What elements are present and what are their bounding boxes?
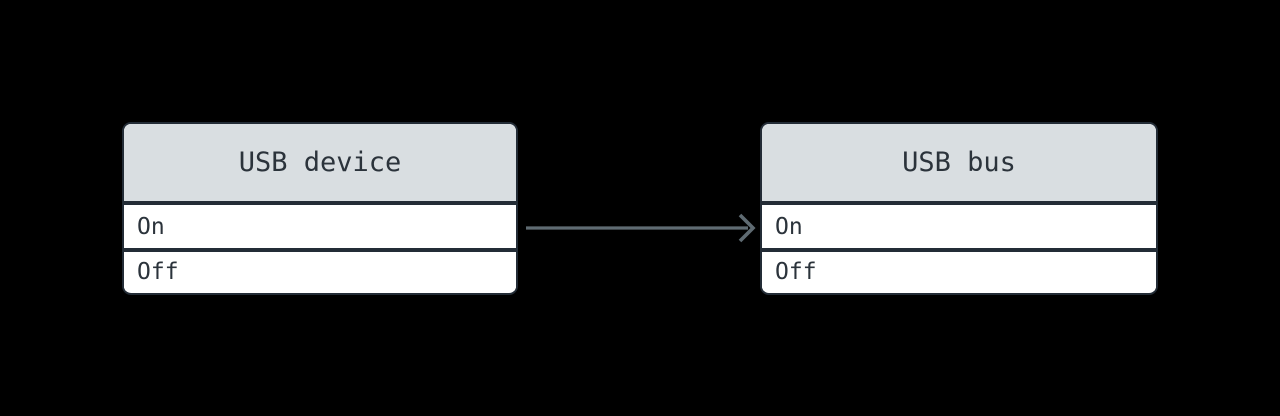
class-node-rows: On Off (762, 205, 1156, 291)
class-node-title: USB bus (902, 147, 1016, 178)
class-node-header: USB device (124, 124, 516, 205)
class-node-row-off[interactable]: Off (124, 248, 516, 291)
class-node-usb-device[interactable]: USB device On Off (122, 122, 518, 295)
edge-device-to-bus[interactable] (526, 213, 756, 243)
class-node-usb-bus[interactable]: USB bus On Off (760, 122, 1158, 295)
class-node-header: USB bus (762, 124, 1156, 205)
arrow-head-icon (738, 213, 756, 243)
class-node-row-on[interactable]: On (762, 205, 1156, 248)
class-node-row-on[interactable]: On (124, 205, 516, 248)
class-node-row-off[interactable]: Off (762, 248, 1156, 291)
class-node-title: USB device (238, 147, 402, 178)
class-node-rows: On Off (124, 205, 516, 291)
